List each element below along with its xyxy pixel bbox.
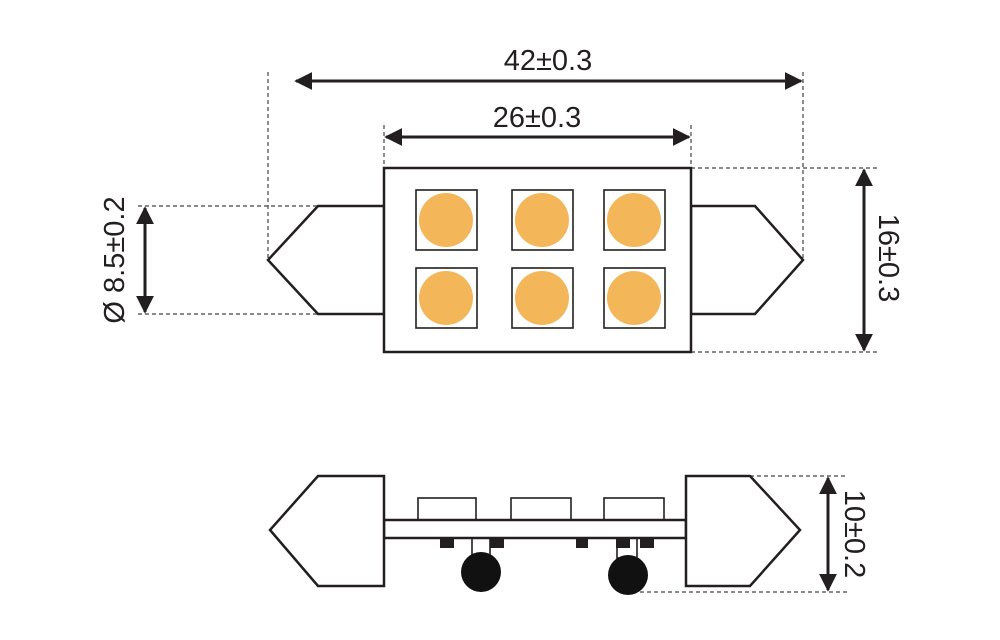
led-chip [511, 189, 574, 251]
led-emitter [515, 271, 569, 325]
body-length-label: 26±0.3 [493, 102, 582, 134]
body-height-label: 16±0.3 [872, 214, 904, 303]
side-led-profile [417, 497, 477, 521]
side-led-profile [510, 497, 572, 521]
led-grid [415, 189, 666, 329]
led-emitter [607, 271, 661, 325]
led-emitter [419, 193, 473, 247]
led-emitter [607, 193, 661, 247]
side-board-strip [382, 518, 688, 540]
top-extension-lines [138, 72, 880, 353]
side-extension-lines [640, 475, 848, 593]
cap-diameter-label: Ø 8.5±0.2 [99, 196, 131, 323]
right-end-cap [689, 204, 805, 316]
led-emitter [515, 193, 569, 247]
side-led-profile [603, 497, 665, 521]
led-chip [415, 267, 478, 329]
side-right-end-cap [684, 474, 802, 588]
contact-ball [608, 555, 648, 595]
led-chip [603, 189, 666, 251]
led-chip [511, 267, 574, 329]
led-chip [415, 189, 478, 251]
led-chip [603, 267, 666, 329]
led-emitter [419, 271, 473, 325]
left-end-cap [266, 204, 386, 316]
contact-ball [461, 552, 501, 592]
side-left-end-cap [268, 474, 386, 588]
side-height-label: 10±0.2 [838, 490, 870, 579]
overall-length-label: 42±0.3 [504, 45, 593, 77]
